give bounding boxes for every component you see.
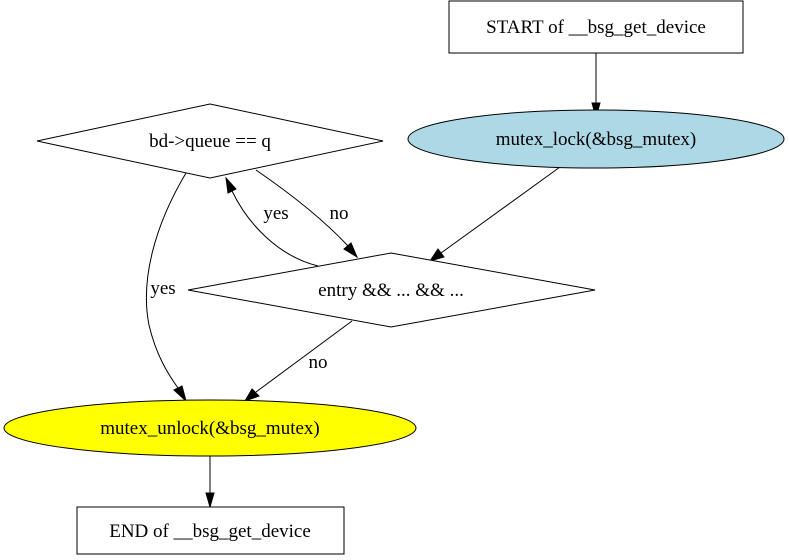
node-cond-entry: entry && ... && ... <box>187 252 596 328</box>
node-start: START of __bsg_get_device <box>448 0 744 54</box>
edge-queue-to-unlock: yes <box>146 172 187 403</box>
edge-queue-to-unlock-arrowhead <box>173 385 187 403</box>
edge-entry-to-queue-arrowhead <box>225 176 237 194</box>
node-cond-entry-diamond <box>187 252 596 328</box>
edge-queue-to-entry-label: no <box>330 203 349 224</box>
node-end: END of __bsg_get_device <box>76 506 345 555</box>
node-end-box <box>76 506 345 555</box>
edge-entry-to-queue-line <box>231 190 319 267</box>
edge-queue-to-unlock-line <box>146 172 187 389</box>
node-cond-queue-label: bd->queue == q <box>149 131 271 152</box>
node-start-label: START of __bsg_get_device <box>486 17 706 38</box>
node-cond-queue: bd->queue == q <box>36 103 384 179</box>
node-cond-entry-label: entry && ... && ... <box>318 280 464 301</box>
node-mutex-unlock: mutex_unlock(&bsg_mutex) <box>3 399 417 457</box>
edge-entry-to-queue: yes <box>225 176 319 267</box>
edge-entry-to-queue-label: yes <box>263 203 288 224</box>
edge-entry-to-unlock-arrowhead <box>243 388 260 402</box>
node-mutex-lock: mutex_lock(&bsg_mutex) <box>407 109 785 169</box>
edge-queue-to-entry-arrowhead <box>343 242 359 259</box>
node-mutex-unlock-label: mutex_unlock(&bsg_mutex) <box>100 418 320 439</box>
node-start-box <box>448 0 744 54</box>
node-cond-queue-diamond <box>36 103 384 179</box>
node-mutex-unlock-ellipse <box>3 399 417 457</box>
node-mutex-lock-label: mutex_lock(&bsg_mutex) <box>496 129 697 150</box>
edge-queue-to-entry: no <box>255 169 359 259</box>
node-mutex-lock-ellipse <box>407 109 785 169</box>
edge-entry-to-unlock-label: no <box>309 352 328 373</box>
edge-lock-to-entry-line <box>440 166 561 254</box>
edge-unlock-to-end-arrowhead <box>205 492 215 509</box>
edge-queue-to-entry-line <box>255 169 349 247</box>
edge-entry-to-unlock-line <box>255 320 353 393</box>
edge-unlock-to-end <box>205 456 215 509</box>
edge-lock-to-entry <box>428 166 561 262</box>
edge-lock-to-entry-arrowhead <box>428 248 445 262</box>
edge-queue-to-unlock-label: yes <box>150 278 175 299</box>
edge-entry-to-unlock: no <box>243 320 353 402</box>
node-end-label: END of __bsg_get_device <box>109 521 311 542</box>
